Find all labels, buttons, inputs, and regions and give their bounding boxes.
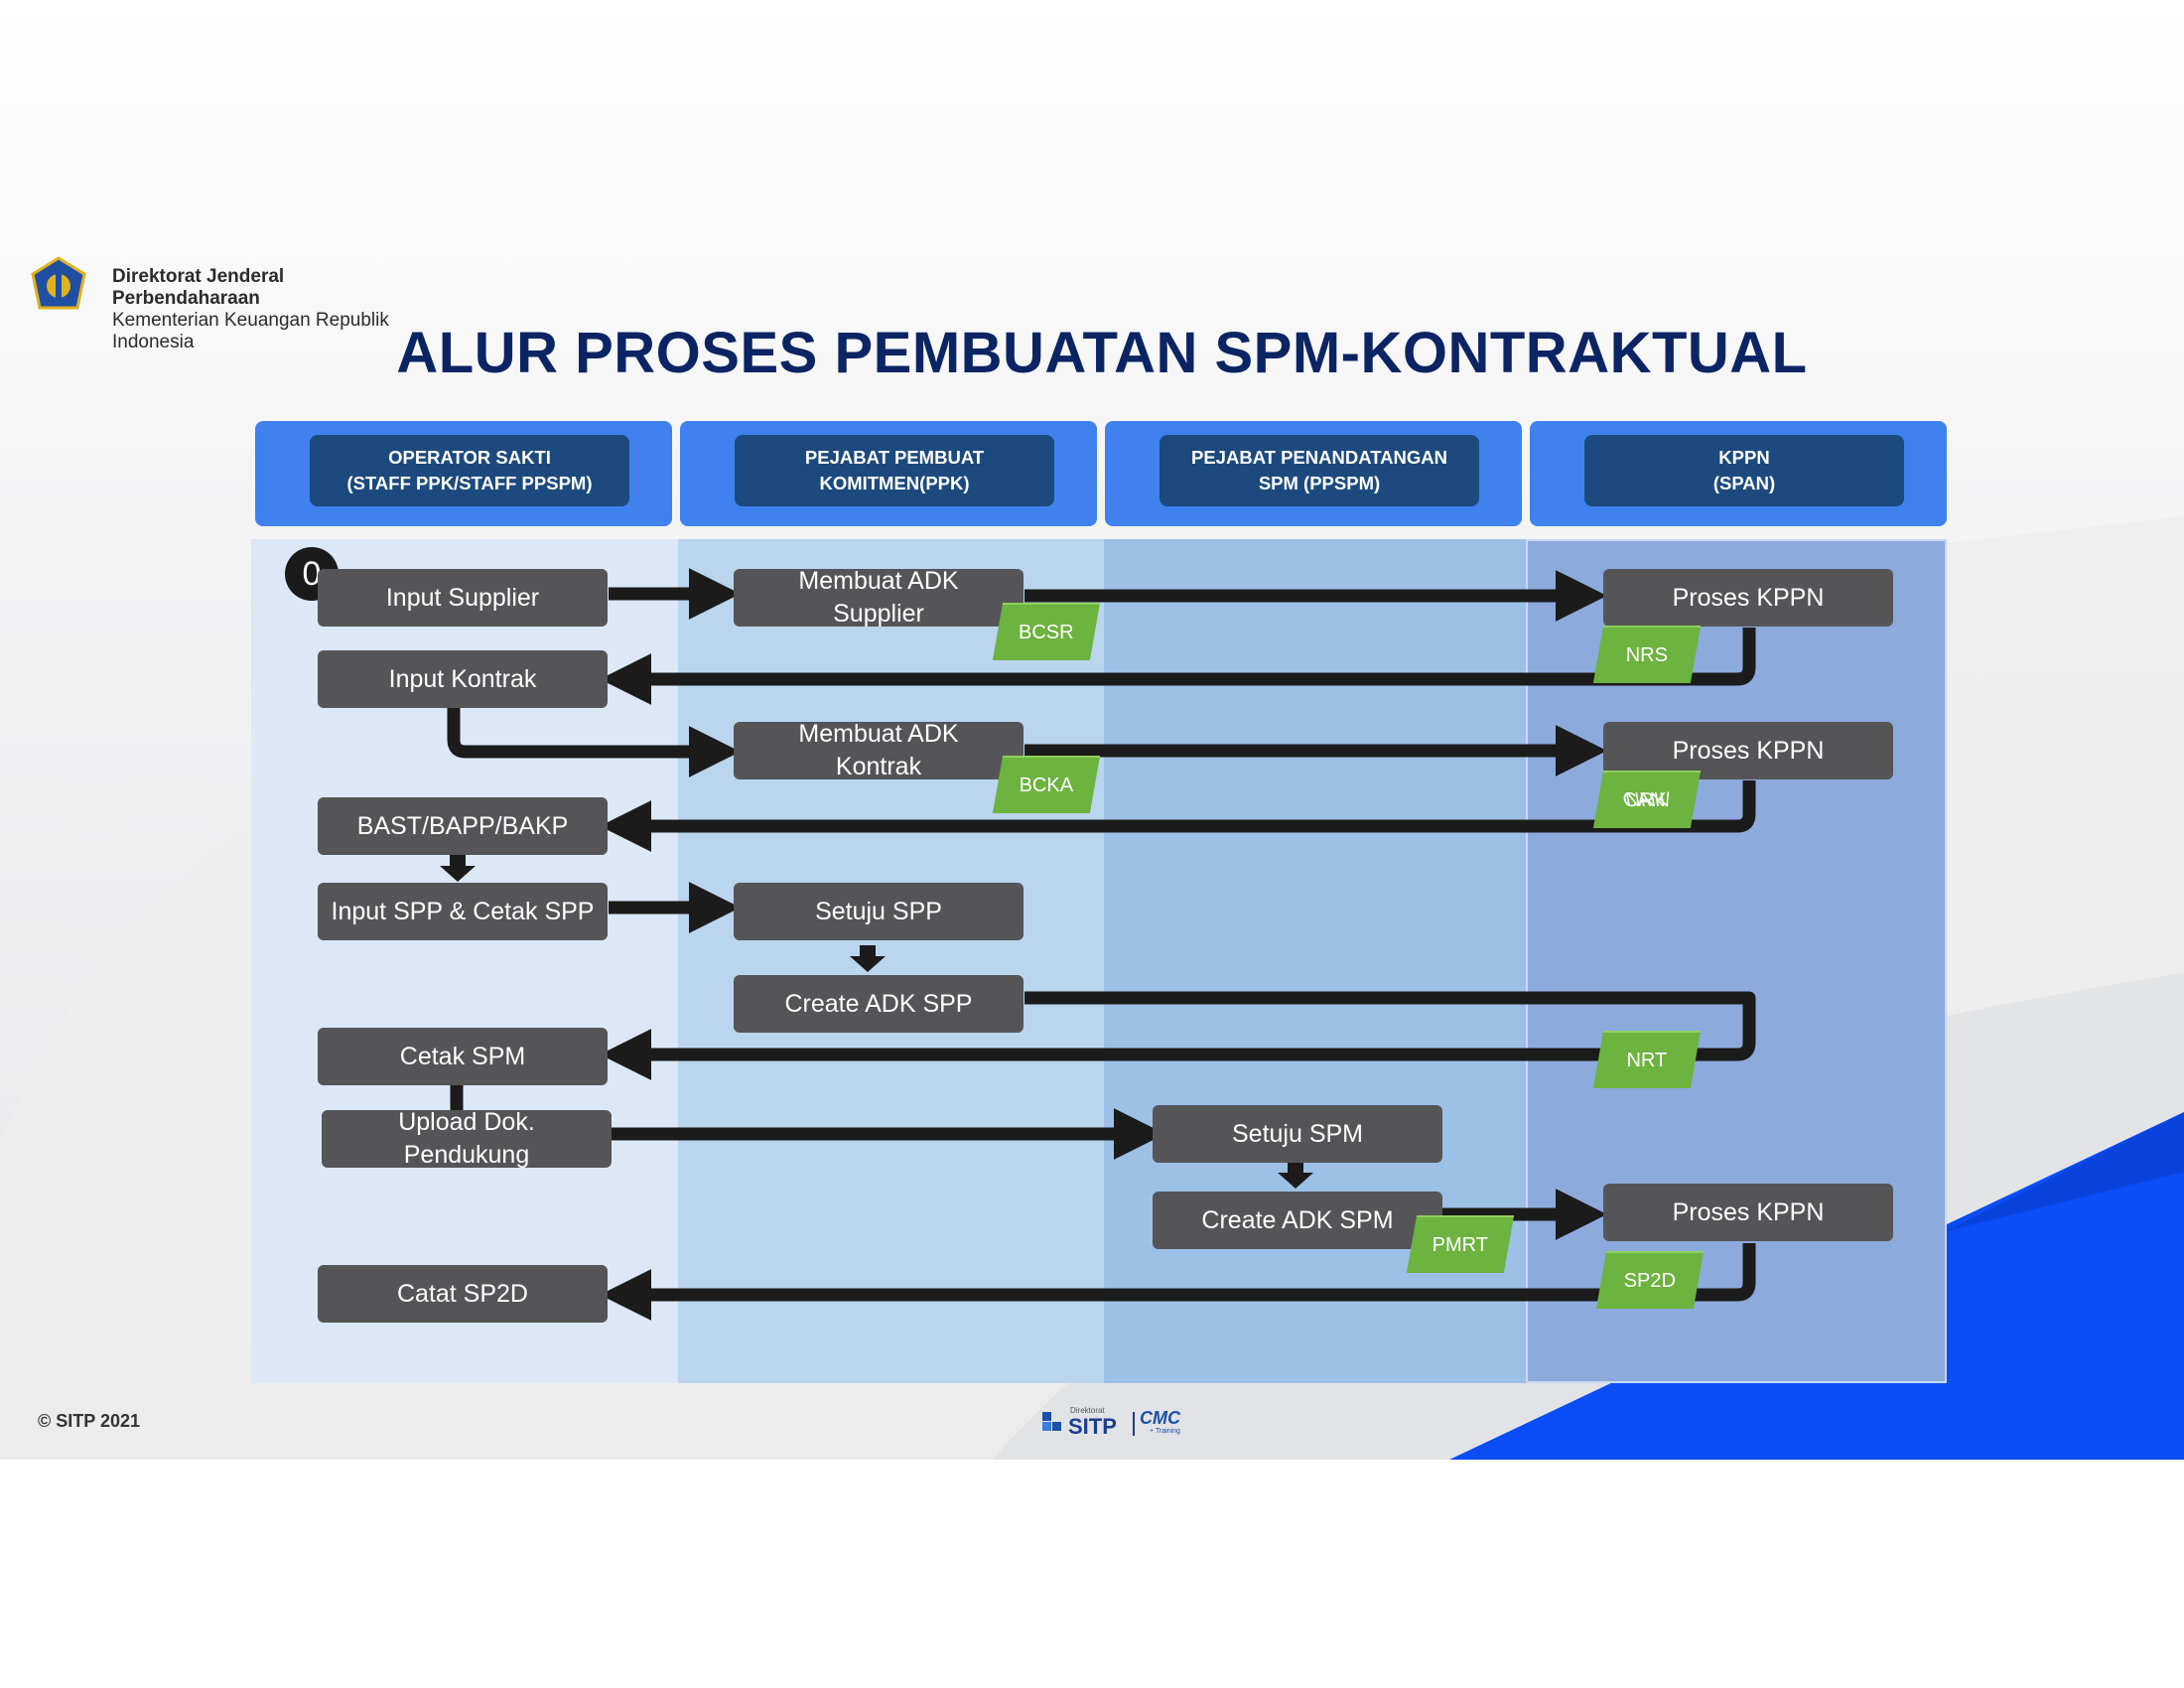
box-label: Setuju SPP	[815, 897, 942, 925]
sitp-logo-icon	[1042, 1412, 1061, 1431]
lane-header-ppspm: PEJABAT PENANDATANGAN SPM (PPSPM)	[1105, 421, 1522, 526]
arrow-kontrak-to-adk	[447, 708, 741, 777]
arrow-adk-spp-to-cetak-spm	[600, 991, 1756, 1080]
org-line-1: Direktorat Jenderal	[112, 266, 285, 287]
box-create-adk-spm[interactable]: Create ADK SPM	[1153, 1192, 1442, 1249]
org-line-2: Perbendaharaan	[112, 288, 260, 309]
lane-header-line: PEJABAT PEMBUAT	[804, 447, 985, 468]
kemenkeu-logo-icon	[31, 256, 86, 310]
box-label: Supplier	[833, 600, 924, 628]
box-label: BAST/BAPP/BAKP	[356, 811, 569, 840]
box-catat-sp2d[interactable]: Catat SP2D	[318, 1265, 608, 1323]
box-upload-dok[interactable]: Upload Dok. Pendukung	[322, 1108, 612, 1169]
tag-label: BCKA	[1019, 774, 1074, 796]
tag-bcsr: BCSR	[992, 603, 1101, 660]
box-membuat-adk-kontrak[interactable]: Membuat ADK Kontrak	[734, 720, 1024, 780]
tag-bcka: BCKA	[992, 756, 1101, 813]
cmc-logo-subtext: + Training	[1150, 1428, 1180, 1435]
box-cetak-spm[interactable]: Cetak SPM	[318, 1028, 608, 1085]
box-label: Proses KPPN	[1672, 736, 1825, 765]
lane-header-operator: OPERATOR SAKTI (STAFF PPK/STAFF PPSPM)	[255, 421, 672, 526]
organization-name: Direktorat Jenderal Perbendaharaan Kemen…	[112, 266, 430, 353]
lane-header-line: PEJABAT PENANDATANGAN	[1191, 447, 1447, 468]
tag-label: NRS	[1625, 644, 1668, 666]
lane-header-line: KOMITMEN(PPK)	[819, 473, 970, 493]
box-label: Proses KPPN	[1672, 583, 1825, 612]
box-membuat-adk-supplier[interactable]: Membuat ADK Supplier	[734, 567, 1024, 628]
box-label: Catat SP2D	[396, 1279, 528, 1308]
box-label: Kontrak	[835, 753, 922, 780]
box-proses-kppn-2[interactable]: Proses KPPN	[1603, 722, 1893, 779]
sitp-logo-small-text: Direktorat	[1070, 1406, 1105, 1415]
box-label: Cetak SPM	[399, 1042, 526, 1070]
tag-label: BCSR	[1019, 622, 1074, 643]
box-setuju-spm[interactable]: Setuju SPM	[1153, 1105, 1442, 1163]
lane-header-line: OPERATOR SAKTI	[388, 447, 551, 468]
box-setuju-spp[interactable]: Setuju SPP	[734, 883, 1024, 940]
arrow-kppn-to-input-kontrak	[600, 628, 1756, 705]
cmc-logo-text: CMC	[1140, 1408, 1180, 1428]
lane-header-line: SPM (PPSPM)	[1258, 473, 1381, 493]
arrow-down-setuju-spm	[1278, 1162, 1313, 1189]
tag-label: PMRT	[1432, 1234, 1488, 1256]
box-label: Upload Dok.	[398, 1108, 535, 1136]
lane-header-line: (SPAN)	[1712, 473, 1776, 493]
box-label: Create ADK SPM	[1201, 1205, 1394, 1234]
sitp-logo-text: SITP	[1068, 1414, 1117, 1439]
copyright-text: © SITP 2021	[38, 1411, 140, 1431]
org-line-4: Indonesia	[112, 332, 195, 352]
box-input-kontrak[interactable]: Input Kontrak	[318, 650, 608, 708]
box-label: Setuju SPM	[1231, 1119, 1363, 1148]
box-input-spp[interactable]: Input SPP & Cetak SPP	[318, 883, 608, 940]
arrow-down-bast	[440, 855, 476, 882]
box-proses-kppn-1[interactable]: Proses KPPN	[1603, 569, 1893, 627]
box-label: Pendukung	[403, 1141, 530, 1169]
tag-pmrt: PMRT	[1406, 1215, 1515, 1273]
arrow-down-setuju-spp	[850, 945, 886, 972]
tag-nrs: NRS	[1592, 626, 1702, 683]
box-label: Proses KPPN	[1672, 1197, 1825, 1226]
slide: Direktorat Jenderal Perbendaharaan Kemen…	[0, 0, 2184, 1460]
org-line-3: Kementerian Keuangan Republik	[112, 310, 389, 331]
lane-header-line: (STAFF PPK/STAFF PPSPM)	[346, 473, 593, 493]
arrow-kppn-to-bast	[600, 780, 1756, 852]
box-label: Input Kontrak	[388, 664, 537, 693]
sitp-logo: Direktorat SITP CMC + Training	[1042, 1406, 1191, 1439]
tag-label: SP2D	[1623, 1270, 1676, 1292]
tag-can-nrk: CAN/NRK	[1592, 771, 1702, 828]
box-input-supplier[interactable]: Input Supplier	[318, 569, 608, 627]
tag-label: NRK	[1623, 789, 1670, 811]
box-label: Membuat ADK	[798, 720, 959, 748]
box-label: Input SPP & Cetak SPP	[331, 897, 595, 925]
lane-header-line: KPPN	[1718, 447, 1770, 468]
tag-label: NRT	[1626, 1050, 1668, 1071]
tag-nrt: NRT	[1592, 1031, 1702, 1088]
box-label: Input Supplier	[385, 583, 540, 612]
logo-divider	[1133, 1412, 1135, 1436]
box-label: Create ADK SPP	[784, 989, 973, 1018]
page-title: ALUR PROSES PEMBUATAN SPM-KONTRAKTUAL	[396, 321, 1808, 385]
box-create-adk-spp[interactable]: Create ADK SPP	[734, 975, 1024, 1033]
box-label: Membuat ADK	[798, 567, 959, 595]
lane-header-kppn: KPPN (SPAN)	[1530, 421, 1947, 526]
arrow-kppn-to-catat-sp2d	[600, 1243, 1756, 1321]
flow-connectors	[440, 568, 1756, 1321]
tag-sp2d: SP2D	[1595, 1251, 1705, 1309]
box-proses-kppn-3[interactable]: Proses KPPN	[1603, 1184, 1893, 1241]
box-bast-bapp-bakp[interactable]: BAST/BAPP/BAKP	[318, 797, 608, 855]
lane-header-ppk: PEJABAT PEMBUAT KOMITMEN(PPK)	[680, 421, 1097, 526]
